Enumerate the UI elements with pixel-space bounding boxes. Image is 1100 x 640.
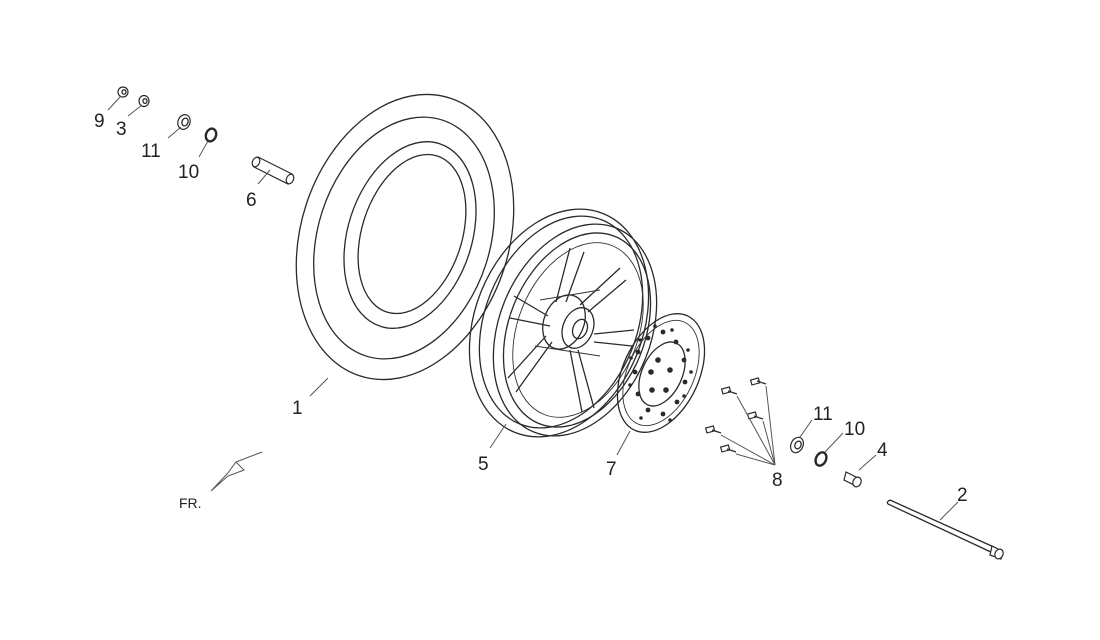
- brake-disc-part: [616, 313, 706, 433]
- seal-left-part: [204, 127, 218, 143]
- label-disc-bolts: 8: [772, 470, 783, 491]
- tire-part: [295, 93, 515, 381]
- nut-top-part: [117, 86, 129, 98]
- label-rim: 5: [478, 454, 489, 475]
- label-nut-small: 3: [116, 119, 127, 140]
- bearing-left-part: [177, 114, 191, 130]
- bearing-right-part: [789, 436, 805, 454]
- label-axle: 2: [957, 485, 968, 506]
- label-bearing-right: 11: [813, 404, 833, 425]
- rim-part: [468, 208, 658, 438]
- nut-small-part: [138, 94, 150, 108]
- label-seal-right: 10: [844, 419, 865, 440]
- label-seal-left: 10: [178, 162, 199, 183]
- front-direction-arrow-icon: [210, 451, 263, 492]
- label-nut-top: 9: [94, 111, 105, 132]
- seal-right-part: [814, 451, 828, 467]
- spacer-tube-part: [251, 156, 295, 185]
- front-direction-label: FR.: [179, 495, 202, 511]
- callout-lines: [107, 95, 959, 521]
- label-brake-disc: 7: [606, 459, 617, 480]
- collar-part: [843, 471, 862, 488]
- label-tire: 1: [292, 398, 303, 419]
- axle-part: [886, 499, 1004, 560]
- label-spacer-tube: 6: [246, 190, 257, 211]
- disc-bolts-part: [704, 377, 767, 453]
- label-bearing-left: 11: [141, 141, 161, 162]
- label-collar: 4: [877, 440, 888, 461]
